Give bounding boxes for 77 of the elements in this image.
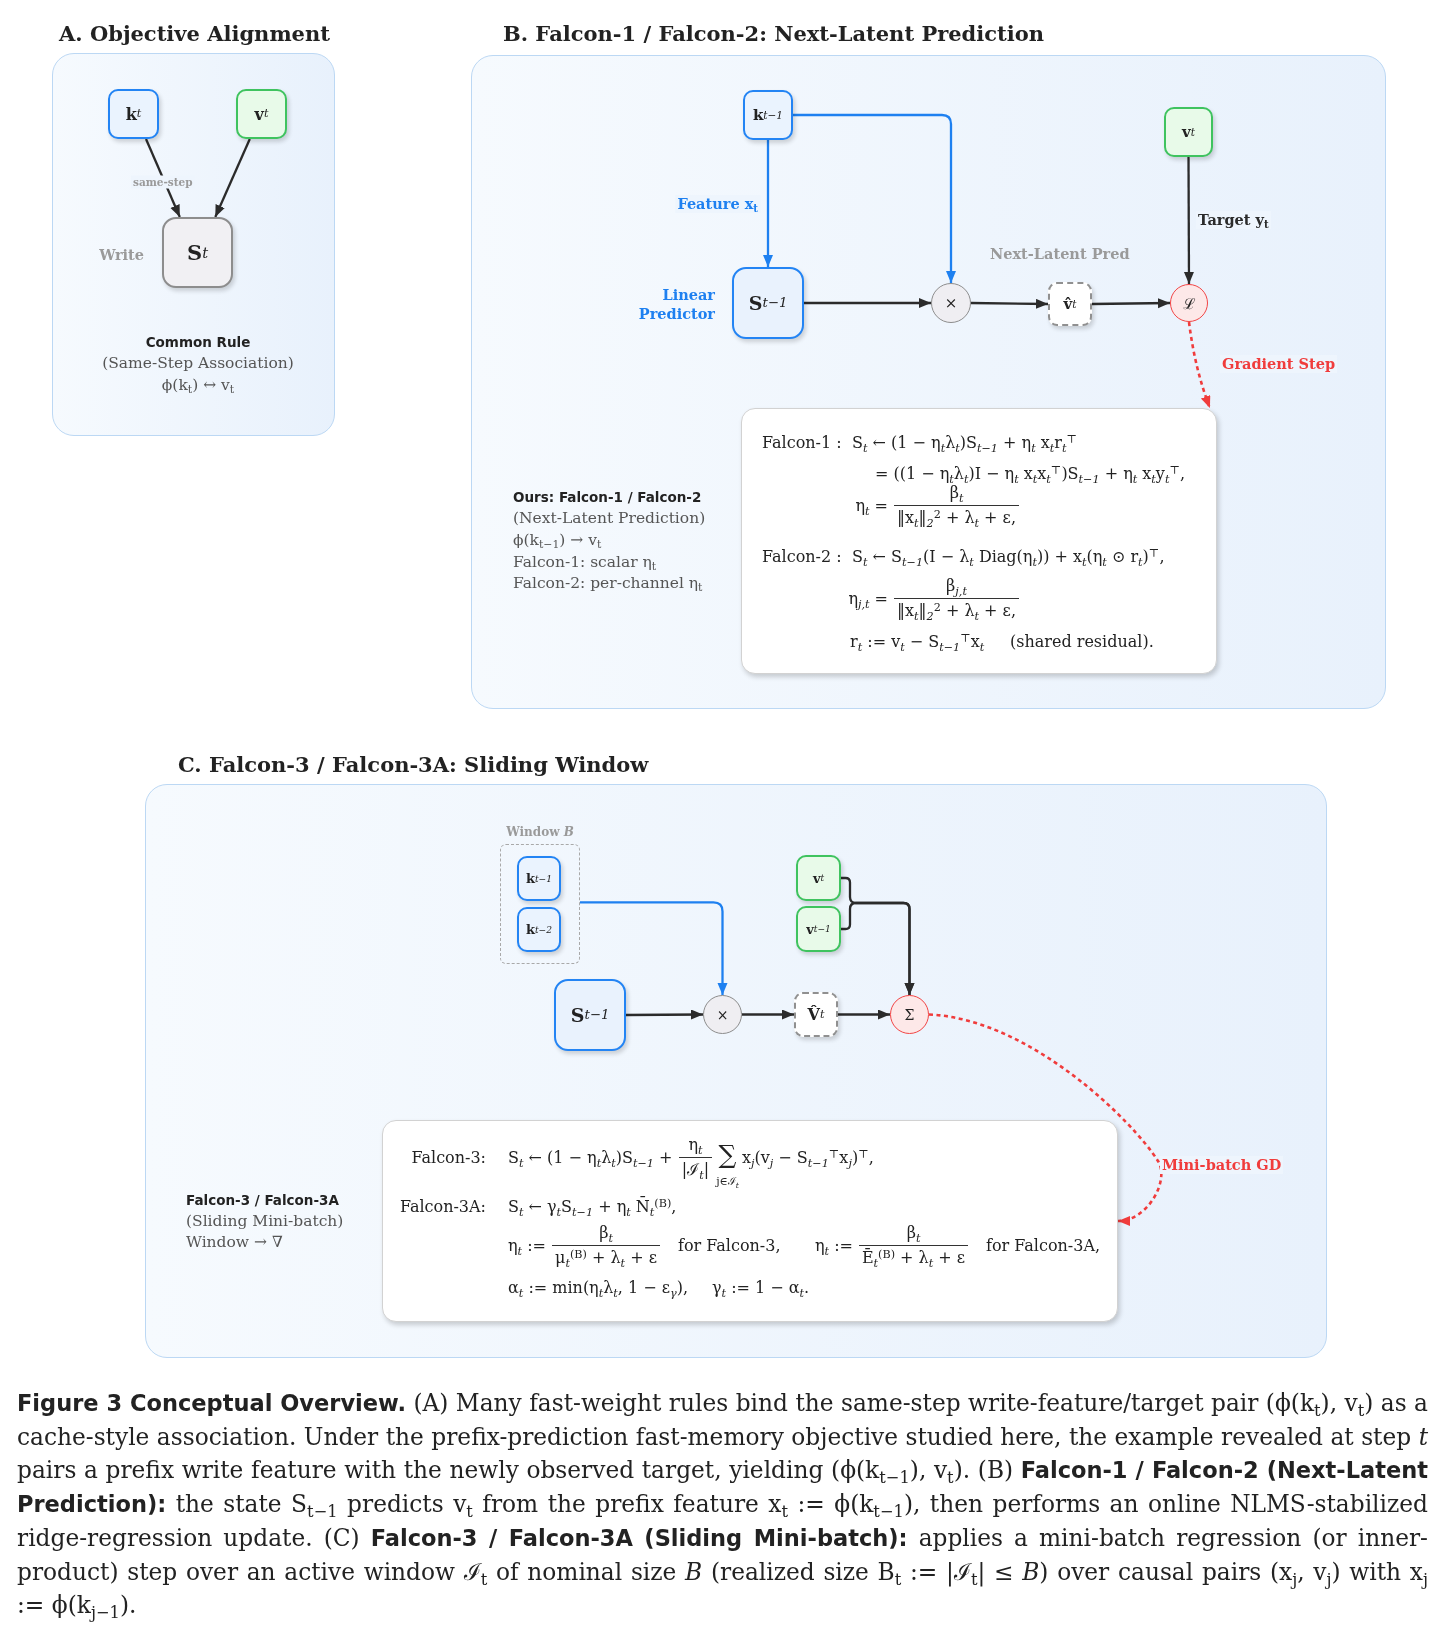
note-text: (Next-Latent Prediction) (513, 508, 706, 528)
formula-text: β$_{t}$ (599, 1223, 613, 1243)
dashed-arrow (1187, 321, 1212, 409)
formula-text: η$_{t}$ (688, 1135, 703, 1155)
panel-title: A. Objective Alignment (59, 21, 330, 47)
edge-label: Gradient Step (1220, 355, 1338, 373)
dashed-arrow (928, 1013, 1163, 1225)
edge-label: Feature x$_{t}$ (675, 195, 760, 213)
formula-text: β$_{j,t}$ (946, 576, 967, 596)
note-heading: Falcon-3 / Falcon-3A (186, 1191, 339, 1209)
formula-text: (shared residual). (1010, 632, 1154, 652)
arrow (838, 1009, 890, 1020)
note-text: ϕ(k$_{t−1}$) → v$_{t}$ (513, 530, 602, 550)
note-text: (Sliding Mini-batch) (186, 1211, 344, 1231)
formula-text: S$_{t}$ ← S$_{t−1}$(I − λ$_{t}$ Diag(η$_{t}$)) + x$_{t}$(η$_{t}$ ⊙ r$_{t}$)$^{⊤}$, (852, 547, 1165, 567)
node-caption: Linear Predictor (637, 285, 715, 323)
operator-circle: × (703, 995, 742, 1034)
edge-label: same-step (131, 175, 195, 189)
formula-text: α$_{t}$ := min(η$_{t}$λ$_{t}$, 1 − ε$_{γ}$), (508, 1278, 689, 1298)
formula-text: = ((1 − η$_{t}$λ$_{t}$)I − η$_{t}$ x$_{t}$x$_{t}$$^{⊤}$)S$_{t−1}$ + η$_{t}$ x$_{t}$y$_{t}$$^{⊤}$, (875, 464, 1186, 484)
formula-text: ‖x$_{t}$‖$_{2}$$^{2}$ + λ$_{t}$ + ε, (897, 508, 1016, 528)
node-caption: Next-Latent Pred (990, 243, 1130, 263)
arrow (763, 140, 773, 267)
formula-text: x$_{j}$(v$_{j}$ − S$_{t−1}$$^{⊤}$x$_{j}$)$^{⊤}$, (742, 1148, 874, 1168)
formula-text: r$_{t}$ := v$_{t}$ − S$_{t−1}$$^{⊤}$x$_{t}$ (850, 632, 985, 652)
note-text: Window → ∇ (186, 1232, 283, 1252)
formula-text: η$_{t}$ := (508, 1236, 546, 1256)
formula-text: η$_{j,t}$ = (848, 589, 888, 609)
note-text: Falcon-1: scalar η$_{t}$ (513, 552, 657, 572)
arrow (793, 113, 956, 283)
formula-text: Falcon-2 : (762, 547, 842, 567)
node-caption: Write (99, 244, 144, 264)
panel-title: B. Falcon-1 / Falcon-2: Next-Latent Prediction (503, 21, 1045, 47)
arrow (971, 298, 1048, 309)
note-heading: Ours: Falcon-1 / Falcon-2 (513, 488, 702, 506)
formula-text: Falcon-1 : (762, 433, 842, 453)
figure-caption: Figure 3 Conceptual Overview. (A) Many fast-weight rules bind the same-step write-feature/target pair (ϕ(k$_{t}$), v$_{t}$) as a cache-style association. Under the prefix-prediction fast-memory objective studied here, the example revealed at step t pairs a prefix write feature with the newly observed target, yielding (ϕ(k$_{t−1}$), v$_{t}$). (B) Falcon-1 / Falcon-2 (Next-Latent Prediction): the state S$_{t−1}$ predicts v$_{t}$ from the prefix feature x$_{t}$ := ϕ(k$_{t−1}$), then performs an online NLMS-stabilized ridge-regression update. (C) Falcon-3 / Falcon-3A (Sliding Mini-batch): applies a mini-batch regression (or inner-product) step over an active window ℐ$_{t}$ of nominal size B (realized size B$_{t}$ := |ℐ$_{t}$| ≤ B) over causal pairs (x$_{j}$, v$_{j}$) with x$_{j}$ := ϕ(k$_{j−1}$). (17, 1388, 1428, 1621)
operator-circle: × (931, 283, 971, 323)
arrow (804, 298, 931, 308)
formula-text: Falcon-3A: (399, 1197, 486, 1217)
sum-circle: Σ (890, 995, 929, 1034)
formula-text: γ$_{t}$ := 1 − α$_{t}$. (712, 1278, 810, 1298)
arrow (580, 901, 728, 995)
edge-label: Mini-batch GD (1160, 1156, 1284, 1174)
arrow (214, 138, 251, 218)
note-text: ϕ(k$_{t}$) ↔ v$_{t}$ (161, 375, 235, 395)
group-title: Window B (506, 824, 574, 840)
panel-title: C. Falcon-3 / Falcon-3A: Sliding Window (178, 752, 649, 778)
formula-text: j∈ℐ$_{t}$ (716, 1175, 739, 1189)
formula-box (382, 1120, 1118, 1322)
arrow (1092, 298, 1170, 309)
formula-text: S$_{t}$ ← (1 − η$_{t}$λ$_{t}$)S$_{t−1}$ + (508, 1148, 673, 1168)
formula-text: η$_{t}$ = (855, 496, 888, 516)
note-heading: Common Rule (145, 333, 251, 351)
window-group (500, 824, 580, 964)
arrow (742, 1009, 794, 1020)
formula-text: for Falcon-3, (678, 1236, 781, 1256)
formula-text: Ē$_{t}$$^{(B)}$ + λ$_{t}$ + ε (861, 1248, 966, 1268)
formula-text: β$_{t}$ (949, 483, 964, 503)
formula-text: μ$_{t}$$^{(B)}$ + λ$_{t}$ + ε (555, 1248, 657, 1268)
loss-circle: ℒ (1170, 284, 1208, 322)
formula-text: Falcon-3: (411, 1148, 486, 1168)
arrow (144, 138, 181, 218)
note-text: (Same-Step Association) (102, 353, 294, 373)
arrow (841, 901, 915, 995)
arrow (626, 1009, 703, 1020)
formula-text: β$_{t}$ (906, 1223, 921, 1243)
arrow (1183, 157, 1194, 284)
formula-text: for Falcon-3A, (986, 1236, 1101, 1256)
formula-text: |ℐ$_{t}$| (681, 1160, 710, 1180)
formula-box (741, 408, 1217, 674)
formula-text: ‖x$_{t}$‖$_{2}$$^{2}$ + λ$_{t}$ + ε, (897, 601, 1016, 621)
edge-label: Target y$_{t}$ (1196, 211, 1271, 229)
formula-text: η$_{t}$ := (815, 1236, 853, 1256)
formula-text: ∑ (718, 1140, 737, 1170)
formula-text: S$_{t}$ ← γ$_{t}$S$_{t−1}$ + η$_{t}$ N̄$_{t}$$^{(B)}$, (508, 1197, 677, 1217)
note-text: Falcon-2: per-channel η$_{t}$ (513, 573, 703, 593)
